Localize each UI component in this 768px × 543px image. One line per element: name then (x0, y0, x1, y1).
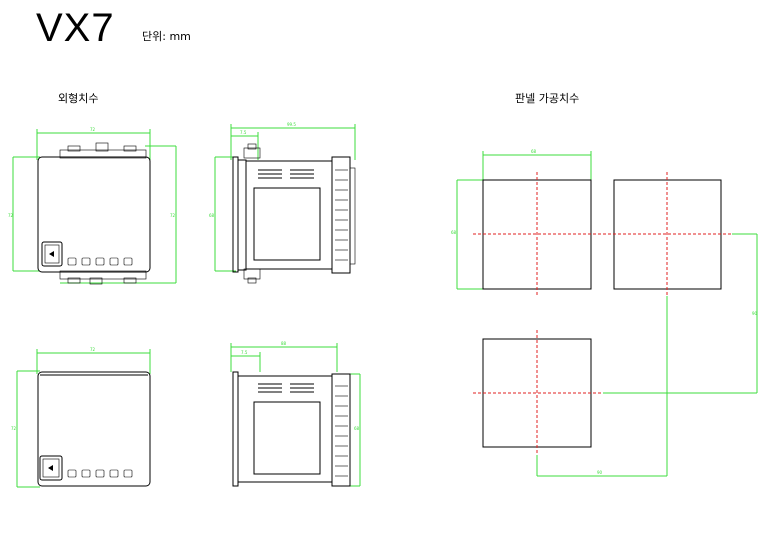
model-title: VX7 (36, 6, 115, 50)
panel-cutout-section-title: 판넬 가공치수 (515, 92, 580, 105)
dim-front-width: 72 (90, 127, 96, 132)
dim-spacing-horizontal: 90 (597, 470, 603, 475)
dim-front-height-left: 72 (8, 213, 14, 218)
dim-front-height-right: 72 (170, 213, 176, 218)
dim-bottom-side-offset: 7.5 (241, 350, 248, 355)
dim-cutout-height: 68 (451, 230, 457, 235)
dim-side-depth: 99.5 (287, 122, 296, 127)
side-view-top: 99.5 7.5 68 (209, 122, 356, 284)
dim-bottom-front-width: 72 (90, 347, 96, 352)
dim-cutout-width: 68 (531, 149, 537, 154)
outline-section-title: 외형치수 (58, 92, 99, 105)
dim-side-height: 68 (209, 213, 215, 218)
dim-spacing-vertical: 90 (752, 311, 758, 316)
front-view-bottom: 72 72 (11, 347, 151, 488)
front-view-top: 72 72 72 (8, 127, 177, 285)
unit-label: 단위: mm (142, 30, 191, 43)
side-view-bottom: 88 7.5 68 (230, 341, 361, 487)
panel-cutout-drawing: 68 68 90 90 (451, 149, 758, 477)
dim-bottom-side-height: 68 (354, 426, 360, 431)
dim-side-offset: 7.5 (240, 130, 247, 135)
dim-bottom-front-height: 72 (11, 426, 17, 431)
dim-bottom-side-depth: 88 (281, 341, 287, 346)
